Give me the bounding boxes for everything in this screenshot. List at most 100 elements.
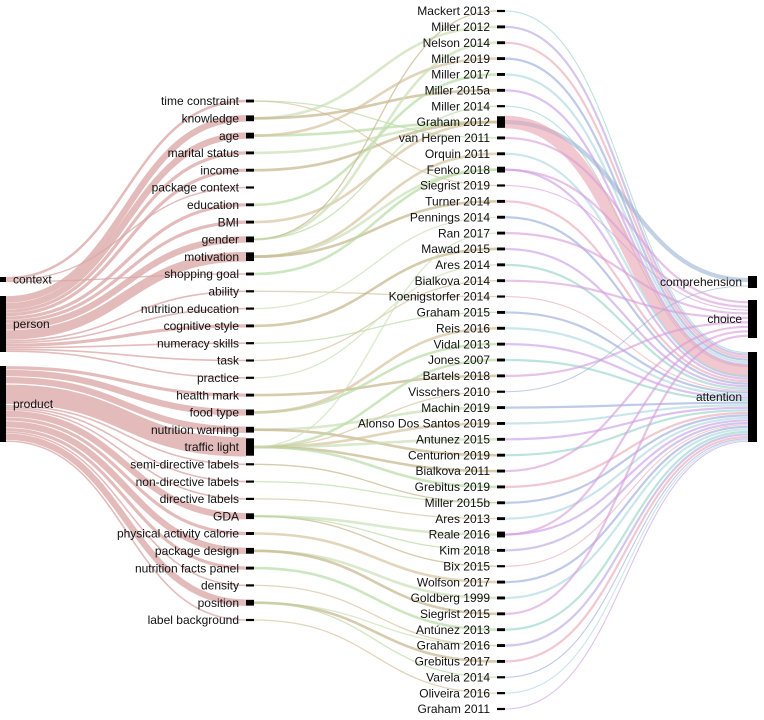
node-mawad-2015[interactable] [497, 247, 505, 251]
node-bmi[interactable] [246, 220, 254, 224]
node-oliveira-2016[interactable] [497, 692, 505, 695]
node-traffic-light[interactable] [246, 438, 254, 456]
node-miller-2014[interactable] [497, 105, 505, 108]
node-grebitus-2017[interactable] [497, 659, 505, 663]
node-food-type[interactable] [246, 409, 254, 416]
node-alonso-dos-santos-2019[interactable] [497, 422, 505, 425]
link-person-to-income [5, 168, 247, 317]
node-nelson-2014[interactable] [497, 41, 505, 45]
node-label-pennings-2014: Pennings 2014 [410, 210, 490, 224]
node-miller-2017[interactable] [497, 73, 505, 76]
node-ant-nez-2013[interactable] [497, 628, 505, 632]
node-graham-2012[interactable] [497, 116, 505, 128]
node-label-bmi: BMI [218, 215, 239, 229]
link-reis-2016-to-attention [504, 327, 749, 397]
node-education[interactable] [246, 203, 254, 207]
node-package-design[interactable] [246, 547, 254, 554]
node-miller-2015a[interactable] [497, 88, 505, 92]
node-physical-activity-calorie[interactable] [246, 532, 254, 535]
node-attention[interactable] [748, 352, 757, 442]
node-cognitive-style[interactable] [246, 324, 254, 328]
node-context[interactable] [0, 277, 6, 282]
node-motivation[interactable] [246, 252, 254, 262]
node-label-nelson-2014: Nelson 2014 [423, 36, 491, 50]
node-antunez-2015[interactable] [497, 437, 505, 441]
node-package-context[interactable] [246, 186, 254, 189]
node-gender[interactable] [246, 236, 254, 243]
node-shopping-goal[interactable] [246, 272, 254, 276]
node-label-miller-2014: Miller 2014 [431, 99, 490, 113]
node-nutrition-facts-panel[interactable] [246, 566, 254, 570]
link-miller-2019-to-attention [504, 57, 749, 361]
node-fenko-2018[interactable] [497, 166, 505, 173]
node-wolfson-2017[interactable] [497, 580, 505, 584]
link-motivation-to-turner-2014 [253, 200, 498, 258]
link-person-to-ability [5, 290, 247, 342]
node-marital-status[interactable] [246, 151, 254, 155]
node-bialkova-2011[interactable] [497, 469, 505, 473]
node-van-herpen-2011[interactable] [497, 136, 505, 140]
node-choice[interactable] [748, 300, 757, 338]
node-kim-2018[interactable] [497, 548, 505, 552]
node-numeracy-skills[interactable] [246, 342, 254, 345]
node-graham-2011[interactable] [497, 707, 505, 711]
node-comprehension[interactable] [748, 276, 757, 288]
node-time-constraint[interactable] [246, 99, 254, 103]
node-nutrition-warning[interactable] [246, 426, 254, 433]
node-vidal-2013[interactable] [497, 342, 505, 346]
link-wolfson-2017-to-attention [504, 425, 749, 584]
node-ran-2017[interactable] [497, 231, 505, 235]
node-practice[interactable] [246, 376, 254, 379]
node-turner-2014[interactable] [497, 199, 505, 203]
node-orquin-2011[interactable] [497, 152, 505, 156]
node-label-person: person [13, 317, 50, 331]
link-kim-2018-to-attention [504, 421, 749, 552]
node-ares-2013[interactable] [497, 517, 505, 521]
node-nutrition-education[interactable] [246, 307, 254, 310]
node-person[interactable] [0, 296, 6, 352]
node-gda[interactable] [246, 513, 254, 520]
node-knowledge[interactable] [246, 115, 254, 122]
node-machin-2019[interactable] [497, 406, 505, 410]
node-label-health-mark: health mark [176, 388, 240, 402]
node-reale-2016[interactable] [497, 531, 505, 538]
link-miller-2015b-to-attention [504, 414, 749, 504]
node-goldberg-1999[interactable] [497, 596, 505, 600]
node-health-mark[interactable] [246, 393, 254, 397]
node-siegrist-2019[interactable] [497, 184, 505, 187]
link-ares-2014-to-attention [504, 263, 749, 390]
node-position[interactable] [246, 599, 254, 606]
node-density[interactable] [246, 584, 254, 587]
node-siegrist-2015[interactable] [497, 612, 505, 616]
node-jones-2007[interactable] [497, 358, 505, 362]
node-pennings-2014[interactable] [497, 215, 505, 219]
node-mackert-2013[interactable] [497, 9, 505, 13]
link-nutrition-warning-to-machin-2019 [253, 406, 498, 431]
node-directive-labels[interactable] [246, 497, 254, 500]
node-varela-2014[interactable] [497, 676, 505, 679]
node-semi-directive-labels[interactable] [246, 463, 254, 466]
node-miller-2015b[interactable] [497, 501, 505, 505]
node-age[interactable] [246, 132, 254, 139]
node-ability[interactable] [246, 290, 254, 293]
node-miller-2019[interactable] [497, 57, 505, 61]
node-graham-2015[interactable] [497, 310, 505, 314]
node-centurion-2019[interactable] [497, 453, 505, 457]
node-reis-2016[interactable] [497, 326, 505, 330]
node-miller-2012[interactable] [497, 25, 505, 29]
link-person-to-gender [5, 236, 247, 330]
node-label-background[interactable] [246, 618, 254, 622]
node-koenigstorfer-2014[interactable] [497, 295, 505, 298]
node-bartels-2018[interactable] [497, 374, 505, 378]
node-graham-2016[interactable] [497, 644, 505, 647]
node-non-directive-labels[interactable] [246, 480, 254, 483]
node-visschers-2010[interactable] [497, 390, 505, 393]
node-income[interactable] [246, 168, 254, 172]
node-ares-2014[interactable] [497, 263, 505, 267]
node-task[interactable] [246, 359, 254, 362]
node-bialkova-2014[interactable] [497, 279, 505, 283]
node-product[interactable] [0, 366, 6, 442]
node-grebitus-2019[interactable] [497, 485, 505, 489]
link-mawad-2015-to-attention [504, 247, 749, 388]
node-bix-2015[interactable] [497, 565, 505, 568]
